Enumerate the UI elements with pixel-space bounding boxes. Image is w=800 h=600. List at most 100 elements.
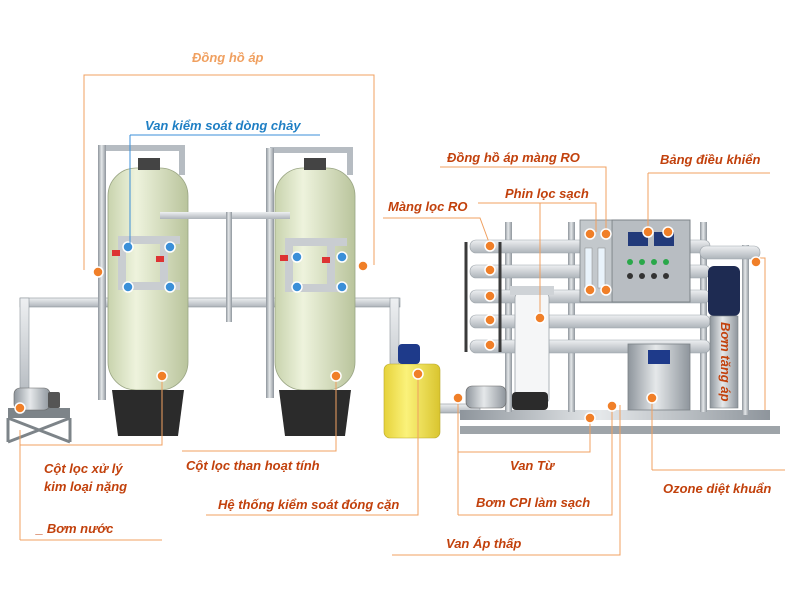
flow-valve-marker[interactable] xyxy=(291,281,303,293)
panel-lamp xyxy=(663,259,669,265)
label-ozone: Ozone diệt khuẩn xyxy=(663,481,772,496)
flow-valve-marker[interactable] xyxy=(122,241,134,253)
label-low-pressure-valve: Van Áp thấp xyxy=(446,536,522,551)
tank-2-top-pipe xyxy=(270,147,353,175)
callout-dot xyxy=(484,339,496,351)
callout-dot xyxy=(452,392,464,404)
flowmeter xyxy=(597,247,606,289)
leader-control-panel xyxy=(647,172,770,228)
flow-valve-marker[interactable] xyxy=(336,251,348,263)
solenoid-valve-body xyxy=(512,392,548,410)
flow-valve-marker[interactable] xyxy=(164,281,176,293)
flow-valve-marker[interactable] xyxy=(336,281,348,293)
ro-membrane-tube-right xyxy=(699,245,761,260)
antiscalant-dosing xyxy=(383,344,441,439)
panel-lamp xyxy=(639,273,645,279)
callout-dot xyxy=(14,402,26,414)
label-clean-filter: Phin lọc sạch xyxy=(505,186,589,201)
callout-dot xyxy=(412,368,424,380)
tank-2-stand xyxy=(279,390,351,436)
leader-clean-filter xyxy=(478,202,597,318)
callout-dot xyxy=(600,228,612,240)
label-cip-pump: Bơm CPI làm sạch xyxy=(476,495,591,510)
callout-dot xyxy=(584,412,596,424)
label-control-panel: Bảng điều khiển xyxy=(660,152,761,167)
callout-dot xyxy=(484,290,496,302)
cross-pipe xyxy=(160,212,290,219)
tank-2-valve-manifold xyxy=(280,238,347,292)
leader-carbon-column xyxy=(182,378,337,452)
label-pressure-gauge: Đồng hồ áp xyxy=(192,50,264,65)
flow-valve-marker[interactable] xyxy=(164,241,176,253)
control-panel-display xyxy=(628,232,648,246)
callout-dot xyxy=(156,370,168,382)
booster-pump-body xyxy=(709,315,739,409)
tank-1-top-pipe xyxy=(102,145,185,175)
panel-lamp xyxy=(663,273,669,279)
callout-dot xyxy=(750,256,762,268)
label-booster-pump: Bơm tăng áp xyxy=(718,322,733,402)
callout-dot xyxy=(484,240,496,252)
panel-lamp xyxy=(627,273,633,279)
callout-dot xyxy=(600,284,612,296)
cross-pipe-support xyxy=(226,212,232,322)
ozone-generator-label xyxy=(648,350,670,364)
callout-dot xyxy=(606,400,618,412)
leader-lines xyxy=(19,74,785,556)
callout-dot xyxy=(330,370,342,382)
ro-membrane-manifold xyxy=(464,242,502,352)
ro-unit xyxy=(460,219,780,434)
leader-water-pump xyxy=(19,430,162,541)
panel-lamp xyxy=(627,259,633,265)
callout-dot xyxy=(662,226,674,238)
tank-2-side-pipe xyxy=(266,148,274,398)
flow-valve-marker[interactable] xyxy=(291,251,303,263)
label-ro-membrane: Màng lọc RO xyxy=(388,199,468,214)
label-heavy-metal-column-2: kim loại nặng xyxy=(44,479,128,494)
label-scale-control: Hệ thống kiểm soát đóng cặn xyxy=(218,497,400,512)
booster-pump-motor xyxy=(708,266,740,316)
leader-cip-pump xyxy=(457,395,613,516)
leader-solenoid-valve xyxy=(458,420,591,453)
leader-low-pressure-valve xyxy=(392,405,621,556)
panel-lamp xyxy=(639,259,645,265)
ro-frame-base xyxy=(460,410,770,420)
callout-dot xyxy=(584,228,596,240)
label-carbon-column: Cột lọc than hoạt tính xyxy=(186,458,320,473)
leader-pressure-gauge xyxy=(83,74,375,270)
ro-frame-post xyxy=(742,245,749,415)
dosing-pump xyxy=(398,344,420,364)
flowmeter xyxy=(584,247,593,289)
callout-dot xyxy=(92,266,104,278)
leader-ro-gauge xyxy=(440,166,607,230)
tank-1-valve-manifold xyxy=(112,236,180,290)
label-solenoid-valve: Van Từ xyxy=(510,458,555,473)
tank-1-stand xyxy=(112,390,184,436)
cip-pump xyxy=(465,385,507,409)
tank-2-cap xyxy=(304,158,326,170)
label-water-pump: _ Bơm nước xyxy=(36,521,114,536)
callout-dot xyxy=(646,392,658,404)
callout-dot xyxy=(484,314,496,326)
dosing-tank xyxy=(383,363,441,439)
callout-dots xyxy=(14,226,762,424)
callout-dot xyxy=(534,312,546,324)
leader-heavy-metal-column xyxy=(20,378,163,446)
tank-1-cap xyxy=(138,158,160,170)
callout-dot xyxy=(484,264,496,276)
leader-scale-control xyxy=(206,375,419,516)
cartridge-filter xyxy=(514,291,550,405)
label-flow-valve: Van kiểm soát dòng chảy xyxy=(145,118,301,133)
ro-membrane-tube xyxy=(469,314,711,329)
panel-lamp xyxy=(651,273,657,279)
callout-dot xyxy=(642,226,654,238)
panel-lamp xyxy=(651,259,657,265)
callout-dot xyxy=(584,284,596,296)
leader-ro-membrane xyxy=(383,217,491,246)
flow-valve-marker[interactable] xyxy=(122,281,134,293)
cartridge-filter-cap xyxy=(510,286,554,295)
label-ro-pressure-gauge: Đồng hồ áp màng RO xyxy=(447,150,580,165)
leader-flow-valve xyxy=(129,134,320,245)
callout-dot xyxy=(357,260,369,272)
